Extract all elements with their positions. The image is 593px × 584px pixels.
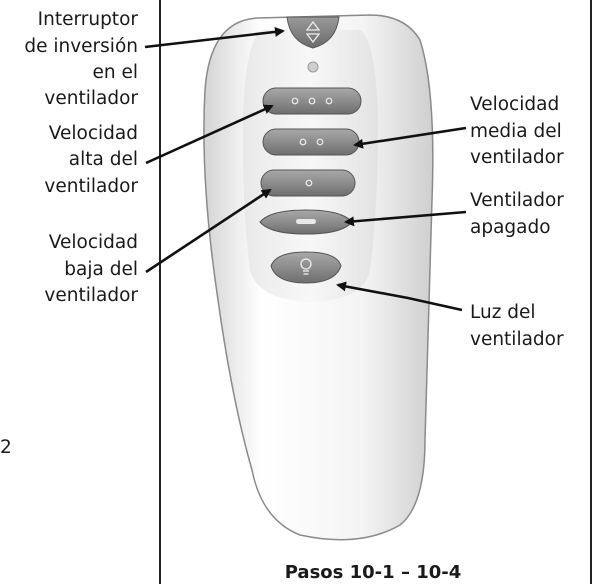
arrow-low-speed	[145, 188, 272, 274]
label-line: ventilador	[470, 329, 564, 350]
reverse-switch-button[interactable]	[286, 16, 340, 49]
label-reverse-switch: Interruptor de inversión en el ventilado…	[24, 9, 138, 109]
side-number: 2	[0, 437, 12, 458]
label-high-speed: Velocidad alta del ventilador	[44, 123, 138, 197]
arrow-medium-speed	[353, 126, 467, 149]
fan-light-button[interactable]	[270, 251, 342, 284]
arrow-high-speed	[145, 104, 274, 165]
label-line: Velocidad	[49, 123, 138, 144]
label-line: baja del	[64, 259, 138, 280]
arrow-fan-light	[336, 281, 463, 312]
arrow-reverse-switch	[144, 26, 285, 49]
medium-speed-button[interactable]	[262, 128, 360, 156]
label-line: Ventilador	[470, 190, 564, 211]
label-line: de inversión	[24, 36, 138, 57]
low-speed-button[interactable]	[260, 169, 356, 197]
label-line: ventilador	[470, 147, 564, 168]
label-low-speed: Velocidad baja del ventilador	[44, 232, 138, 306]
fan-off-button[interactable]	[259, 209, 353, 235]
label-line: ventilador	[44, 285, 138, 306]
label-fan-off: Ventilador apagado	[470, 190, 564, 238]
label-line: Interruptor	[38, 9, 139, 30]
lightbulb-icon	[300, 258, 312, 275]
label-line: alta del	[69, 149, 138, 170]
indicator-light-icon	[307, 61, 319, 73]
high-speed-button[interactable]	[262, 87, 362, 115]
label-line: media del	[470, 121, 562, 142]
label-line: apagado	[470, 217, 551, 238]
label-line: Velocidad	[49, 232, 138, 253]
label-line: ventilador	[44, 176, 138, 197]
label-line: Luz del	[470, 302, 536, 323]
callout-arrows	[144, 26, 467, 312]
up-down-arrow-icon	[305, 20, 321, 44]
label-medium-speed: Velocidad media del ventilador	[470, 94, 564, 168]
figure-caption: Pasos 10-1 – 10-4	[285, 562, 462, 583]
label-line: ventilador	[44, 88, 138, 109]
figure-frame	[159, 0, 592, 584]
remote-control	[203, 14, 434, 541]
label-fan-light: Luz del ventilador	[470, 302, 564, 350]
label-line: Velocidad	[470, 94, 559, 115]
label-line: en el	[92, 62, 138, 83]
arrow-fan-off	[344, 210, 467, 227]
